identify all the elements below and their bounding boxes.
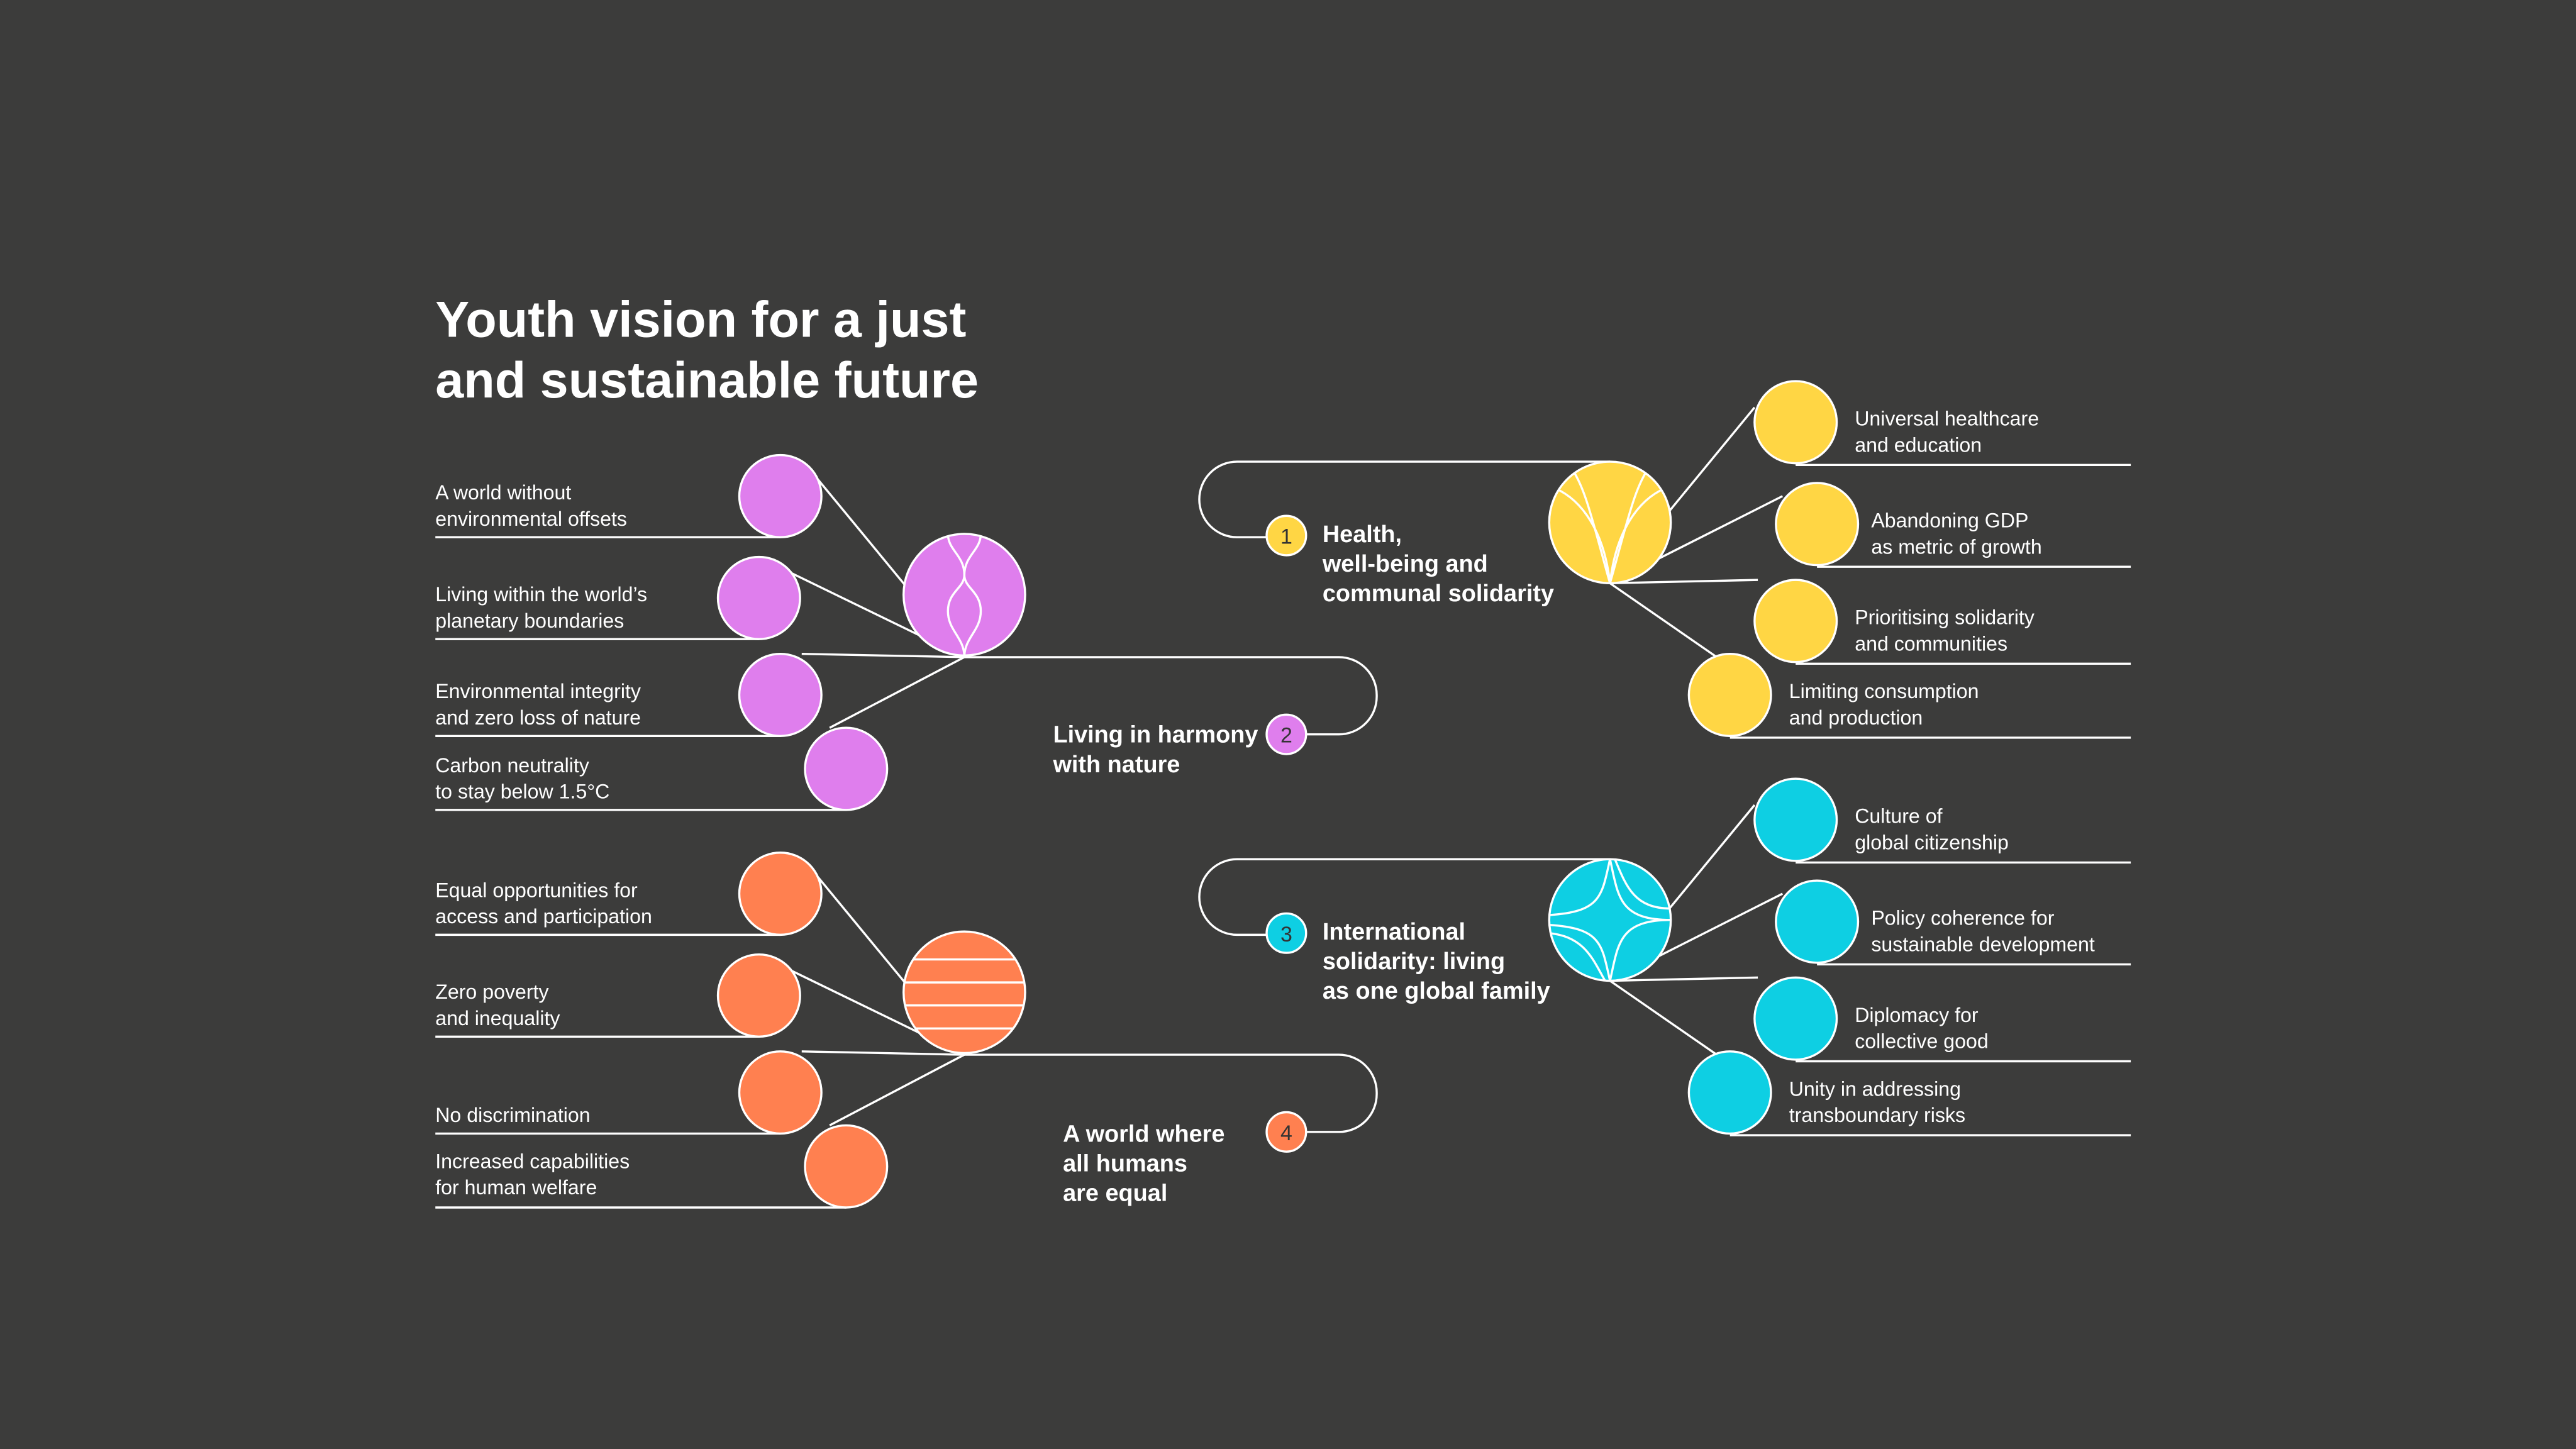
- item-circle: [738, 652, 823, 737]
- item-circle: [1687, 652, 1772, 737]
- theme-number: 3: [1280, 923, 1292, 947]
- item-circle: [738, 852, 823, 936]
- theme-badge: [1265, 1111, 1307, 1153]
- theme-number: 2: [1280, 724, 1292, 748]
- nature-globe-icon: [902, 533, 1026, 657]
- item-circle: [804, 1124, 889, 1209]
- theme-number: 4: [1280, 1121, 1292, 1145]
- theme-badge: [1265, 713, 1307, 755]
- item-circle: [738, 1050, 823, 1135]
- theme-number: 1: [1280, 525, 1292, 549]
- item-circle: [1753, 976, 1838, 1061]
- item-circle: [1687, 1050, 1772, 1135]
- item-circle: [738, 453, 823, 538]
- solidarity-globe-icon: [1548, 858, 1672, 982]
- equality-globe-icon: [902, 930, 1026, 1055]
- item-circle: [1753, 777, 1838, 862]
- item-circle: [1753, 579, 1838, 663]
- item-circle: [716, 953, 801, 1038]
- item-circle: [1775, 879, 1860, 964]
- item-circle: [1753, 380, 1838, 465]
- theme-badge: [1265, 912, 1307, 954]
- svg-text:No discrimination: No discrimination: [435, 1104, 590, 1126]
- item-circle: [716, 555, 801, 640]
- item-circle: [1775, 482, 1860, 567]
- theme-badge: [1265, 514, 1307, 557]
- item-circle: [804, 726, 889, 811]
- health-globe-icon: [1548, 460, 1672, 585]
